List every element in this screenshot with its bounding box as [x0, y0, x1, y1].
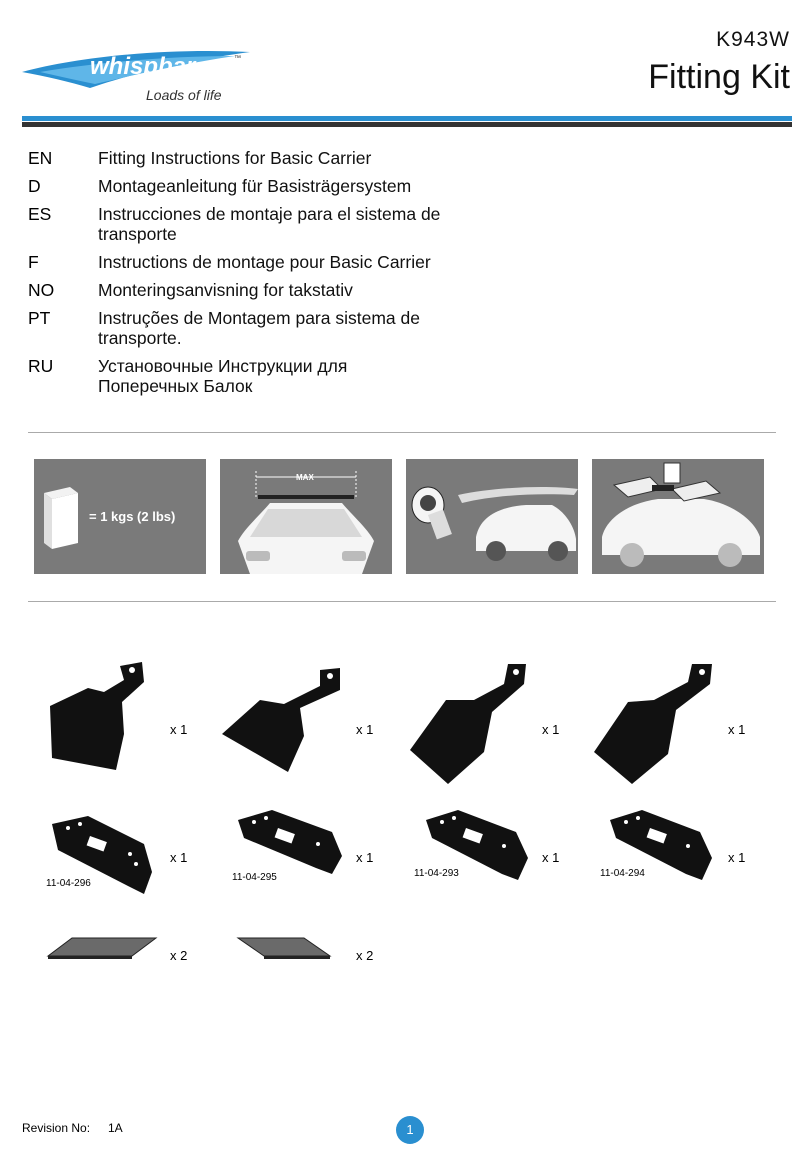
language-row-ru: RU Установочные Инструкции для Поперечны…	[28, 356, 528, 396]
bracket-part-3	[410, 664, 526, 784]
language-text: Fitting Instructions for Basic Carrier	[98, 148, 372, 168]
quantity-label: x 2	[170, 948, 188, 963]
bar-spacing-pictogram: MAX	[220, 459, 392, 574]
max-label: MAX	[296, 473, 314, 482]
language-code: RU	[28, 356, 54, 376]
part-code: 11-04-296	[46, 878, 91, 889]
language-row-en: EN Fitting Instructions for Basic Carrie…	[28, 148, 528, 168]
language-list: EN Fitting Instructions for Basic Carrie…	[28, 148, 528, 404]
revision-label: Revision No:	[22, 1121, 91, 1135]
revision-value: 1A	[108, 1121, 123, 1135]
brand-wordmark: whispbar	[90, 53, 197, 80]
part-code: 11-04-295	[232, 872, 277, 883]
language-code: NO	[28, 280, 55, 300]
language-code: D	[28, 176, 41, 196]
language-row-es: ES Instrucciones de montaje para el sist…	[28, 204, 528, 244]
page-title: Fitting Kit	[648, 58, 790, 96]
rubber-strip-part-2	[236, 937, 332, 959]
quantity-label: x 1	[356, 722, 374, 737]
car-front-icon	[238, 471, 374, 574]
language-text: Monteringsanvisning for takstativ	[98, 280, 353, 300]
bracket-part-2	[222, 668, 340, 772]
quantity-label: x 1	[170, 722, 188, 737]
model-code: K943W	[716, 28, 790, 51]
language-code: EN	[28, 148, 53, 168]
page-number: 1	[396, 1116, 424, 1144]
quantity-label: x 1	[542, 850, 560, 865]
quantity-label: x 1	[356, 850, 374, 865]
language-text: Montageanleitung für Basisträgersystem	[98, 176, 412, 196]
load-strap-pictogram	[406, 459, 578, 574]
brand-tagline: Loads of life	[146, 87, 222, 103]
quantity-label: x 1	[728, 722, 746, 737]
page-header: whispbar ™ Loads of life K943W Fitting K…	[0, 0, 808, 135]
quantity-label: x 1	[542, 722, 560, 737]
bracket-part-1	[50, 662, 144, 770]
rubber-strip-part-1	[46, 937, 158, 959]
language-text: Instrucciones de montaje para el sistema…	[98, 204, 441, 244]
header-dark-bar	[22, 122, 792, 127]
section-divider	[28, 601, 776, 602]
language-row-f: F Instructions de montage pour Basic Car…	[28, 252, 528, 272]
section-divider	[28, 432, 776, 433]
quantity-label: x 1	[170, 850, 188, 865]
weight-pictogram: = 1 kgs (2 lbs)	[34, 459, 206, 574]
car-roof-icon	[602, 462, 760, 567]
language-text: Instruções de Montagem para sistema de t…	[98, 308, 420, 348]
language-text: Установочные Инструкции для Поперечных Б…	[98, 356, 348, 396]
weight-limit-label: = 1 kgs (2 lbs)	[89, 509, 176, 524]
instruction-pictograms: = 1 kgs (2 lbs) MAX	[34, 459, 764, 574]
box-icon	[44, 487, 78, 549]
language-code: F	[28, 252, 39, 272]
parts-list: x 1 x 1 x 1 x 1 x 1 11-04-296 x 1 11-04-…	[0, 640, 808, 1000]
language-code: PT	[28, 308, 51, 328]
quantity-label: x 1	[728, 850, 746, 865]
language-text: Instructions de montage pour Basic Carri…	[98, 252, 431, 272]
foot-pad-part-4	[610, 810, 712, 880]
car-roof-load-pictogram	[592, 459, 764, 574]
trademark-mark: ™	[234, 55, 241, 62]
language-row-pt: PT Instruções de Montagem para sistema d…	[28, 308, 528, 348]
bracket-part-4	[594, 664, 712, 784]
car-load-icon	[411, 486, 578, 561]
foot-pad-part-2	[238, 810, 342, 874]
header-accent-bar	[22, 116, 792, 121]
quantity-label: x 2	[356, 948, 374, 963]
part-code: 11-04-293	[414, 868, 459, 879]
language-row-no: NO Monteringsanvisning for takstativ	[28, 280, 528, 300]
foot-pad-part-3	[426, 810, 528, 880]
foot-pad-part-1	[52, 816, 152, 894]
whispbar-logo: whispbar ™	[22, 50, 250, 88]
language-code: ES	[28, 204, 52, 224]
language-row-d: D Montageanleitung für Basisträgersystem	[28, 176, 528, 196]
part-code: 11-04-294	[600, 868, 645, 879]
